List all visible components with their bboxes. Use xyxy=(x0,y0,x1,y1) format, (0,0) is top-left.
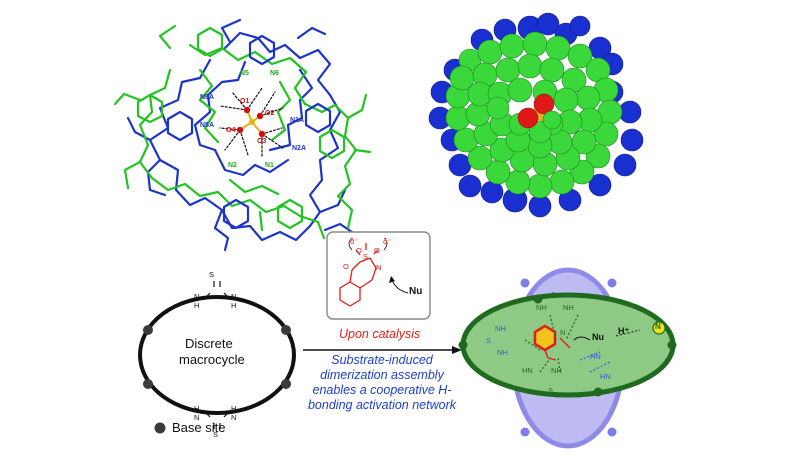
assembly-h-plus: H⁺ xyxy=(618,326,629,337)
arrow-desc-line4: bonding activation network xyxy=(304,398,460,413)
label-n2a: N2A xyxy=(292,145,306,152)
thiourea-top-s: S xyxy=(209,270,214,279)
assembly-s-top: S xyxy=(551,290,556,299)
label-o2: O2 xyxy=(265,110,274,117)
substrate-delta-left: δ⁻ xyxy=(350,237,359,246)
assembly-nh-left: NH xyxy=(495,324,506,333)
arrow-desc-line1: Substrate-induced xyxy=(304,353,460,368)
thiourea-top-nh-left: N xyxy=(194,292,199,301)
label-n5a: N5A xyxy=(200,122,214,129)
label-n1: N1 xyxy=(265,162,274,169)
thiourea-top-h-right: H xyxy=(231,301,236,310)
substrate-o3: O xyxy=(343,262,349,271)
substrate-delta-right: δ⁻ xyxy=(383,237,392,246)
substrate-o2: O xyxy=(374,246,380,255)
dimer-assembly xyxy=(459,270,677,446)
assembly-hn-right: HN xyxy=(590,352,601,361)
base-site-legend: Base site xyxy=(172,420,225,435)
substrate-nu: Nu xyxy=(409,286,422,297)
space-filling-model xyxy=(429,13,643,217)
assembly-nh-top-right: NH xyxy=(563,303,574,312)
label-n6a: N6A xyxy=(200,94,214,101)
substrate-o1: O xyxy=(356,246,362,255)
assembly-nh-top-left: NH xyxy=(536,303,547,312)
label-o4: O4 xyxy=(226,127,235,134)
assembly-s-left: S xyxy=(486,336,491,345)
label-n1a: N1A xyxy=(290,117,304,124)
upon-catalysis-label: Upon catalysis xyxy=(339,327,420,341)
label-o3: O3 xyxy=(257,138,266,145)
thiourea-top-nh-right: N xyxy=(231,292,236,301)
assembly-nh-left2: NH xyxy=(497,348,508,357)
thiourea-bottom-h-right: H xyxy=(231,404,236,413)
substrate-n: N xyxy=(376,263,381,272)
thiourea-bottom-h-left: H xyxy=(194,404,199,413)
label-n6: N6 xyxy=(270,70,279,77)
arrow-desc-line3: enables a cooperative H- xyxy=(304,383,460,398)
assembly-hn-right2: HN xyxy=(600,372,611,381)
arrow-description: Substrate-induced dimerization assembly … xyxy=(304,353,460,413)
assembly-n-base: N xyxy=(655,322,661,331)
assembly-nh-bottom: NH xyxy=(551,366,562,375)
macrocycle-label-line1: Discrete xyxy=(185,336,233,351)
assembly-n-center: N xyxy=(560,328,565,337)
thiourea-bottom-n-right: N xyxy=(231,413,236,422)
substrate-s: S xyxy=(363,252,368,261)
macrocycle-label-line2: macrocycle xyxy=(179,352,245,367)
crystal-structure-wireframe xyxy=(115,20,370,250)
label-n2: N2 xyxy=(228,162,237,169)
assembly-s-bottom: S xyxy=(548,386,553,395)
label-n5: N5 xyxy=(240,70,249,77)
assembly-hn-bottom: HN xyxy=(522,366,533,375)
thiourea-top-h-left: H xyxy=(194,301,199,310)
arrow-desc-line2: dimerization assembly xyxy=(304,368,460,383)
label-o1: O1 xyxy=(240,98,249,105)
assembly-nu: Nu xyxy=(592,332,604,342)
